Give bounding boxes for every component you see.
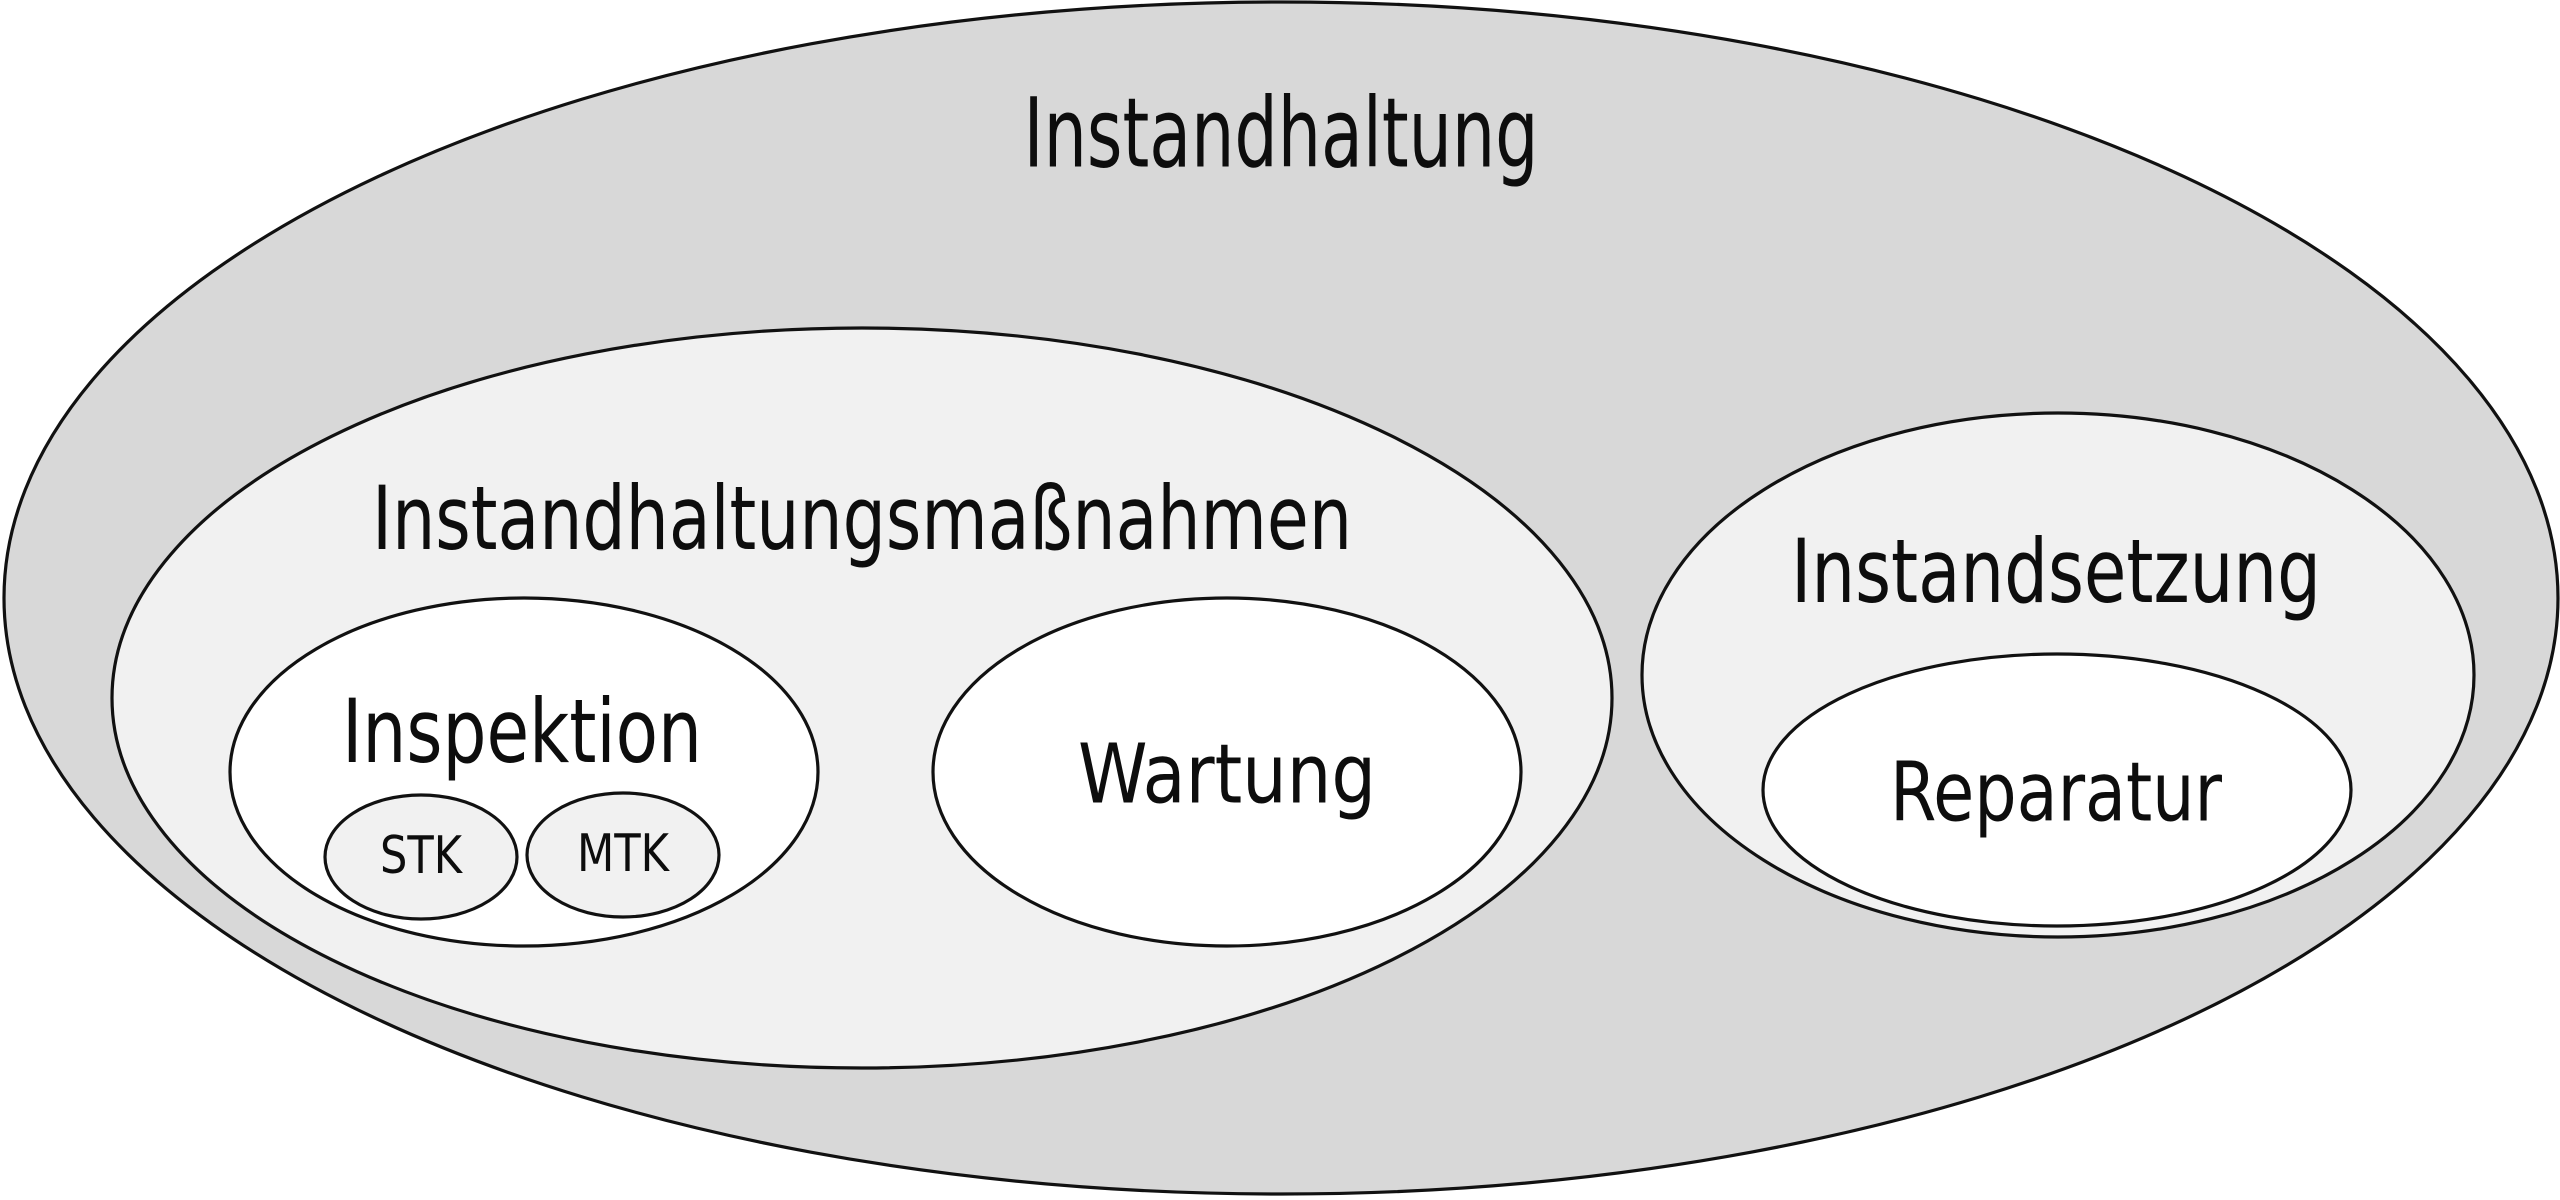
wartung-label: Wartung: [1078, 727, 1376, 822]
reparatur-ellipse: [1761, 652, 2353, 928]
stk-ellipse: [323, 793, 519, 921]
reparatur-label: Reparatur: [1890, 745, 2223, 840]
mtk-ellipse: [525, 791, 721, 919]
wartung-ellipse: [931, 596, 1523, 948]
mtk-label: MTK: [577, 824, 670, 884]
instandhaltung-label: Instandhaltung: [1024, 77, 1539, 189]
stk-label: STK: [380, 826, 463, 886]
instandsetzung-label: Instandsetzung: [1791, 520, 2321, 623]
inspektion-label: Inspektion: [342, 680, 702, 783]
instandhaltungsmassnahmen-label: Instandhaltungsmaßnahmen: [372, 467, 1352, 570]
